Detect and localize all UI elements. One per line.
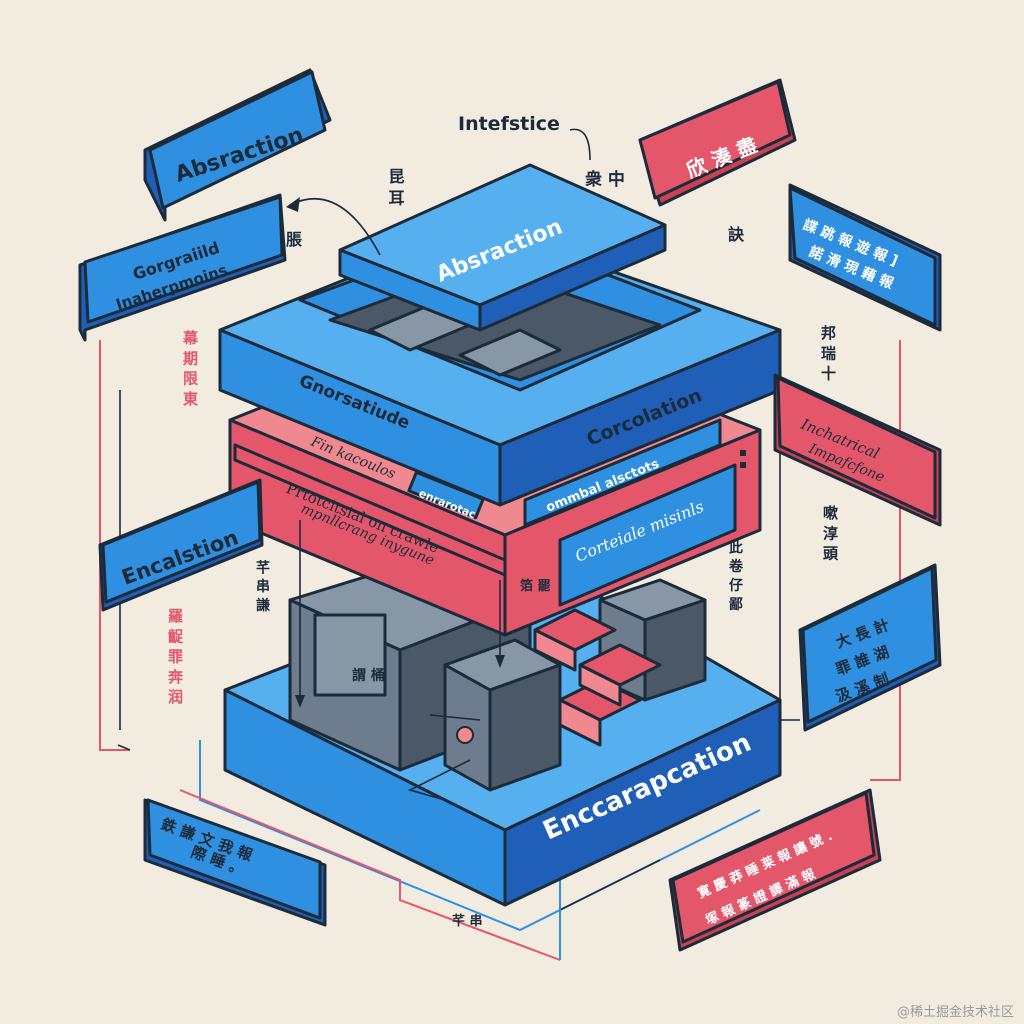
right-mid-glyphs: 嗽 淳 頭 [821, 504, 839, 561]
watermark: @稀土掘金技术社区 [896, 1005, 1014, 1020]
industrial-tag: Inchatrical Impafcfone [773, 373, 942, 527]
left-arrow-glyph: 脹 [286, 230, 302, 249]
right-upper-glyph: 訣 [728, 225, 745, 244]
block-label: 謂 桶 [352, 667, 385, 684]
top-right-red-tag: 欣 湊 盡 [638, 78, 797, 207]
left-lower-glyphs: 羅 齪 罪 奔 润 [166, 608, 184, 705]
top-layer: Absraction Gnorsatiude Corcolation [218, 163, 782, 507]
bottom-left-blue-tag: 鉄 謙 文 我 報 際 睡 。 [143, 798, 327, 927]
right-blue-tag: 諜 跳 報 遊 報 ] 諾 滑 現 藉 報 [788, 183, 942, 332]
red-stairs [533, 608, 662, 747]
abstraction-tag: Absraction [143, 68, 332, 222]
base-right-face [503, 698, 782, 907]
right-lower-glyph: 此 卷 仔 鄙 [727, 539, 744, 612]
left-top-glyph: 昆 耳 [386, 168, 405, 207]
interface-glyph: 衆 中 [585, 169, 625, 190]
floating-annotations: 昆 耳 脹 訣 幕 期 限 東 邦 瑞 十 嗽 淳 頭 羅 齪 罪 奔 润 芊 … [166, 168, 839, 929]
arrows [117, 197, 505, 801]
interface-caption: Intefstice [458, 113, 560, 135]
encalstion-tag: Encalstion [98, 478, 264, 612]
bottom-right-red-tag: 寛 慶 莽 睡 莱 報 讓 號 ． 塚 報 篆 證 譯 滿 報 [668, 788, 882, 952]
right-vertical-glyphs: 邦 瑞 十 [819, 324, 837, 381]
right-lower-blue-tag: 大 長 計 罪 誰 湖 汲 溪 制 [798, 563, 942, 732]
bottom-glyph: 芊 串 [452, 913, 483, 929]
left-vertical-glyphs: 幕 期 限 東 [181, 329, 199, 407]
red-layer-mark: 箔 罷 [520, 578, 551, 594]
left-small-glyph: 芊 串 謙 [254, 559, 270, 613]
